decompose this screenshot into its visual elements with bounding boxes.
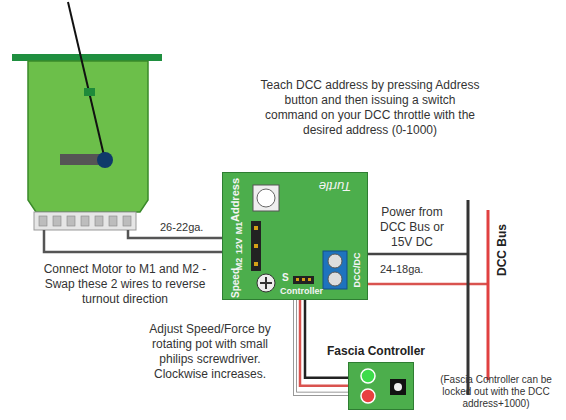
header-pin <box>254 226 258 230</box>
terminal-screw <box>328 254 342 268</box>
rotated-label: DCC Bus <box>496 224 509 276</box>
note-label: 24-18ga. <box>380 262 423 277</box>
fascia-heading: Fascia Controller <box>326 344 426 359</box>
power-wire <box>366 283 488 286</box>
turnout-connector <box>34 212 136 230</box>
connector-pins <box>39 216 131 226</box>
header-pin <box>254 244 258 248</box>
led <box>394 383 402 391</box>
rotated-label: 12V <box>235 238 245 254</box>
power-wire <box>366 253 468 256</box>
controller-header <box>293 276 314 284</box>
wire <box>305 300 348 378</box>
pin-slot <box>95 216 103 226</box>
note-label: Controller <box>280 286 323 297</box>
note-label: (Fascia Controller can be locked out wit… <box>430 374 562 410</box>
note-label: 26-22ga. <box>160 220 203 235</box>
pin-slot <box>109 216 117 226</box>
turnout-slot <box>84 88 95 96</box>
rotated-label: Address <box>229 178 241 222</box>
pot-slot <box>260 277 272 289</box>
note-label: S <box>282 270 289 285</box>
pin-slot <box>67 216 75 226</box>
turnout-pivot <box>97 152 113 168</box>
motor-header <box>251 221 261 271</box>
note-label: Adjust Speed/Force by rotating pot with … <box>138 322 282 382</box>
terminal-screw <box>328 272 342 286</box>
note-label: Connect Motor to M1 and M2 - Swap these … <box>38 262 212 307</box>
turnout-top-bar <box>12 54 162 61</box>
address-button <box>253 185 279 211</box>
terminal-block <box>323 251 347 289</box>
pin-slot <box>81 216 89 226</box>
note-label: Teach DCC address by pressing Address bu… <box>257 78 483 138</box>
pin-slot <box>39 216 47 226</box>
dcc-bus-rail <box>487 210 490 380</box>
header-pin <box>308 278 311 281</box>
pin-slot <box>53 216 61 226</box>
fascia-board <box>348 362 414 410</box>
rotated-label: M1 <box>235 222 245 235</box>
dcc-bus-rail <box>467 200 470 395</box>
motor-wire <box>44 230 224 252</box>
wire <box>300 300 348 386</box>
rotated-label: DCC/DC <box>353 253 363 288</box>
header-pin <box>302 278 305 281</box>
address-button-cap <box>257 189 275 207</box>
turnout-throwbar <box>68 2 105 160</box>
header-pin <box>296 278 299 281</box>
red-button <box>361 389 375 403</box>
green-button <box>361 369 375 383</box>
fascia-parts <box>349 363 415 411</box>
fascia-controller: Fascia Controller <box>326 344 426 410</box>
note-label: Power from DCC Bus or 15V DC <box>372 205 452 250</box>
rotated-label: Speed <box>230 268 241 298</box>
pin-slot <box>123 216 131 226</box>
speed-pot <box>257 274 275 292</box>
controller-board: TurtleAddressM112VM2SpeedSControllerDCC/… <box>222 172 368 300</box>
header-pin <box>254 262 258 266</box>
led-socket <box>390 379 406 395</box>
board-name: Turtle <box>319 179 351 194</box>
